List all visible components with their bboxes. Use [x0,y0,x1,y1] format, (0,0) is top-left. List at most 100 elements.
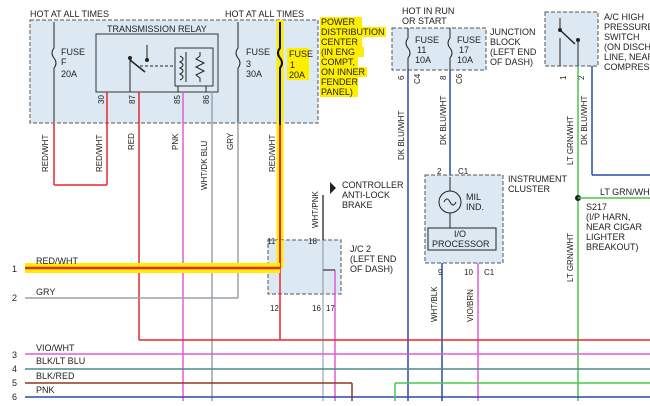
jc2-label-3: OF DASH) [350,264,393,274]
relay-resistor-icon [194,52,206,82]
jc2-pin-16: 16 [312,304,321,313]
hot-run-line2: OR START [402,16,447,26]
wire-label-2: RED/WHT [95,135,104,172]
jb-label-1: JUNCTION [490,27,536,37]
ac-label-1: A/C HIGH [604,12,644,22]
fuse-11-title: FUSE [415,35,439,45]
pin-30: 30 [97,95,106,104]
svg-text:CENTER: CENTER [321,37,359,47]
jc2-label-2: (LEFT END [350,254,397,264]
svg-text:PANEL): PANEL) [321,87,353,97]
splice-label-3: LIGHTER [586,232,626,242]
splice-label-4: BREAKOUT) [586,242,639,252]
ic-pin-2: 2 [437,167,442,176]
wire-dkblu-2: DK BLU/WHT [439,96,448,145]
svg-text:DISTRIBUTION: DISTRIBUTION [321,27,385,37]
io-processor-box [427,227,497,251]
wire-label-1: RED/WHT [41,135,50,172]
bus-num-1: 1 [12,264,17,274]
wire-dkblu-3: DK BLU/WHT [580,96,589,145]
pdc-label: POWER DISTRIBUTION CENTER (IN ENG COMPT,… [320,17,386,97]
splice-label-1: (I/P HARN, [586,212,630,222]
fuse-3-id: 3 [246,59,251,69]
relay-title: TRANSMISSION RELAY [107,24,207,34]
bus-num-2: 2 [12,293,17,303]
bus-label-vio: VIO/WHT [36,343,75,353]
ic-conn-top: C1 [458,167,469,176]
pdc-box [29,19,319,124]
svg-text:FENDER: FENDER [321,77,359,87]
bus-label-2: GRY [36,287,55,297]
fuse-17-title: FUSE [457,35,481,45]
mil-label-1: MIL [466,192,481,202]
controller-label-3: BRAKE [342,200,373,210]
ac-pin-2: 2 [577,75,586,80]
io-label-1: I/O [454,229,466,239]
ac-label-3: SWITCH [604,32,640,42]
jc2-pin-17: 17 [326,304,335,313]
jb-conn-c6: C6 [455,73,464,84]
fuse-11-id: 11 [417,45,426,55]
ic-pin-10: 10 [464,268,473,277]
fuse-11-rating: 10A [415,55,431,65]
fuse-1-title: FUSE [289,49,313,59]
fuse-3-rating: 30A [246,69,262,79]
jc2-pin-11: 11 [267,237,276,246]
bus-num-6: 6 [12,392,17,401]
splice-wire-label: LT GRN/WHT [600,187,650,197]
jb-conn-c4: C4 [413,73,422,84]
jc2-pin-12: 12 [270,304,279,313]
controller-arrow-icon [330,182,336,194]
bus-label-5: PNK [36,385,55,395]
wire-label-5: WHT/DK BLU [200,140,209,190]
fuse-1-icon [277,22,283,125]
pin-87: 87 [128,95,137,104]
wire-ltgrn-2: LT GRN/WHT [566,233,575,282]
hot-run-line1: HOT IN RUN [402,6,454,16]
ac-switch-contact-icon [559,29,576,45]
jb-label-2: BLOCK [490,37,521,47]
ic-pin-9: 9 [438,268,443,277]
wire-label-4: PNK [171,133,180,150]
pin-86: 86 [202,95,211,104]
bus-label-4: BLK/RED [36,371,75,381]
jb-pin-6: 6 [397,75,406,80]
instrument-cluster-box [424,174,504,264]
bus-num-3: 3 [12,350,17,360]
wire-label-6: GRY [226,132,235,150]
wire-wht-blk: WHT/BLK [430,286,439,322]
wire-dkblu-1: DK BLU/WHT [397,111,406,160]
fuse-f-icon [51,22,57,122]
fuse-17-rating: 10A [457,55,473,65]
svg-text:POWER: POWER [321,17,356,27]
bus-label-3: BLK/LT BLU [36,356,85,366]
svg-text:(IN ENG: (IN ENG [321,47,355,57]
mil-label-2: IND. [466,202,484,212]
fuse-f-rating: 20A [61,69,77,79]
svg-text:COMPT,: COMPT, [321,57,355,67]
wire-label-3: RED [127,133,136,150]
ac-label-5: LINE, NEAR [604,52,650,62]
jb-label-3: (LEFT END [490,47,537,57]
wire-vio-brn: VIO/BRN [466,289,475,322]
ac-label-4: (ON DISCHA [604,42,650,52]
wire-ltgrn-1: LT GRN/WHT [566,116,575,165]
io-label-2: PROCESSOR [432,239,490,249]
controller-label-2: ANTI-LOCK [342,190,390,200]
ac-label-6: COMPRESS [604,62,650,72]
fuse-f-id: F [61,57,67,67]
splice-id: S217 [586,202,607,212]
fuse-1-id: 1 [290,60,295,70]
jb-pin-8: 8 [439,75,448,80]
splice-label-2: NEAR CIGAR [586,222,643,232]
fuse-11-icon [405,28,411,70]
jc2-label-1: J/C 2 [350,244,371,254]
bus-label-1: RED/WHT [36,256,78,266]
fuse-17-icon [447,28,453,70]
ac-pin-1: 1 [559,75,568,80]
ac-switch-box [544,11,599,67]
transmission-relay-box [95,33,219,93]
pin-85: 85 [173,95,182,104]
